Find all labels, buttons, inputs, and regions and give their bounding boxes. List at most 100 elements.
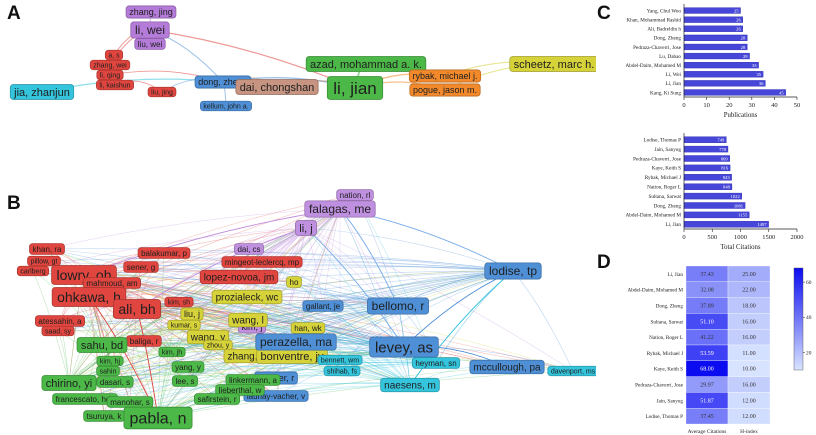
node-label: shihab, fs — [327, 368, 357, 375]
node-sahu-bd: sahu, bd — [76, 337, 128, 353]
network-edge — [83, 274, 574, 372]
category-label: Ali, Badreldin h — [647, 27, 681, 33]
node-box — [484, 262, 542, 280]
network-edge — [307, 208, 341, 329]
node-box — [203, 339, 233, 351]
heatmap-cell-value: 16.00 — [742, 319, 756, 325]
x-tick-label: 1500 — [762, 234, 775, 241]
bar-dong-zheng — [683, 34, 748, 41]
heatmap-cell-value: 32.08 — [700, 288, 714, 294]
node-label: li, j — [299, 223, 312, 235]
x-tick-label: 2000 — [791, 234, 804, 241]
node-label: liu, jing — [151, 89, 173, 96]
category-label: Li, Wei — [666, 72, 682, 78]
node-label: li, qing — [100, 72, 120, 79]
node-label: li, jian — [333, 79, 376, 98]
node-label: li, kaishun — [99, 82, 130, 89]
node-ho: ho — [286, 276, 302, 288]
heatmap-column-label: H-index — [740, 429, 758, 435]
node-label: zhang, j — [227, 352, 262, 363]
network-edge — [305, 227, 574, 372]
x-tick-label: 50 — [794, 102, 801, 109]
node-label: launay-vacher, v — [247, 392, 305, 401]
heatmap-row-label: Sultana, Sarwat — [650, 319, 683, 325]
node-label: scheetz, marc h. — [514, 59, 595, 71]
network-edge — [305, 227, 405, 348]
node-label: prozialeck, wc — [216, 293, 279, 304]
node-pillow-gt: pillow, gt — [27, 255, 61, 267]
node-label: davenport, ms — [551, 368, 596, 375]
node-shihab-fs: shihab, fs — [323, 365, 361, 377]
network-edge — [184, 208, 341, 382]
node-ohkawa-h: ohkawa, h — [51, 287, 127, 307]
node-dai-cs: dai, cs — [234, 243, 264, 255]
node-box — [123, 261, 159, 273]
node-box — [509, 56, 596, 72]
node-box — [96, 355, 124, 367]
node-mccullough-pa: mccullough, pa — [469, 359, 545, 375]
node-box — [221, 256, 303, 268]
network-edge — [435, 270, 514, 364]
node-kumar-s: kumar, s — [167, 319, 201, 331]
node-label: naesens, m — [384, 381, 436, 392]
node-sener-g: sener, g — [123, 261, 159, 273]
bar-ali-badreldin-h — [683, 25, 743, 32]
node-box — [408, 69, 482, 83]
node-manohar-s: manohar, s — [106, 396, 154, 408]
heatmap-column-label: Average Citations — [688, 429, 727, 435]
heatmap-cell-value: 37.43 — [700, 272, 714, 278]
node-safirstein-r: safirstein, r — [194, 393, 240, 405]
network-edge — [157, 366, 508, 419]
node-dasari-s: dasari, s — [96, 376, 134, 388]
node-box — [96, 376, 134, 388]
node-box — [167, 319, 201, 331]
bar-value-label: 778 — [719, 147, 727, 152]
network-edge — [246, 296, 574, 372]
node-mahmoud-am: mahmoud, am — [83, 277, 141, 289]
node-box — [234, 243, 264, 255]
network-edge — [305, 227, 405, 348]
node-box — [290, 322, 326, 334]
category-label: Dong, Zheng — [654, 203, 682, 209]
node-lee-s: lee, s — [172, 375, 198, 387]
node-label: chirino, yi — [46, 378, 92, 390]
node-perazella-ma: perazella, ma — [255, 333, 337, 351]
category-label: Rybak, Michael J — [645, 175, 681, 181]
category-label: Kang, Ki Sung — [650, 90, 681, 96]
node-li-kaishun: li, kaishun — [96, 79, 134, 91]
network-edge — [435, 270, 514, 364]
network-edge — [114, 227, 307, 383]
network-edge — [409, 270, 514, 386]
node-davenport-ms: davenport, ms — [547, 365, 596, 377]
network-edge — [247, 270, 514, 321]
network-edge — [83, 274, 508, 368]
node-label: gallant, je — [306, 302, 341, 311]
category-label: Sultana, Sarwat — [648, 194, 681, 200]
node-a-s: a, s — [104, 49, 124, 61]
node-li-qing: li, qing — [96, 69, 124, 81]
node-box — [199, 269, 279, 285]
heatmap-row-label: Pedraza-Chaverri, Jose — [635, 383, 684, 389]
x-axis-title: Total Citations — [720, 244, 760, 251]
node-jia-zhanjun: jia, zhanjun — [9, 84, 75, 100]
network-edge — [163, 252, 399, 307]
network-edge — [157, 324, 185, 419]
network-edge — [184, 361, 437, 382]
bar-li-jian — [683, 221, 769, 228]
node-falagas-me: falagas, me — [304, 200, 376, 218]
bar-value-label: 26 — [736, 27, 741, 32]
node-wang-l: wang, l — [228, 312, 268, 328]
node-label: sener, g — [127, 263, 155, 272]
x-tick-label: 0 — [682, 234, 685, 241]
node-label: saad, sy — [45, 328, 72, 335]
heatmap-cell-value: 22.00 — [742, 288, 756, 294]
network-edge — [251, 270, 514, 328]
network-edge — [239, 270, 514, 391]
node-box — [367, 297, 429, 315]
node-han-wk: han, wk — [290, 322, 326, 334]
node-box — [200, 100, 252, 112]
heatmap-row-label: Lodise, Thomas P — [645, 414, 683, 420]
category-label: Kaye, Keith S — [652, 166, 681, 172]
network-edge — [339, 208, 411, 386]
